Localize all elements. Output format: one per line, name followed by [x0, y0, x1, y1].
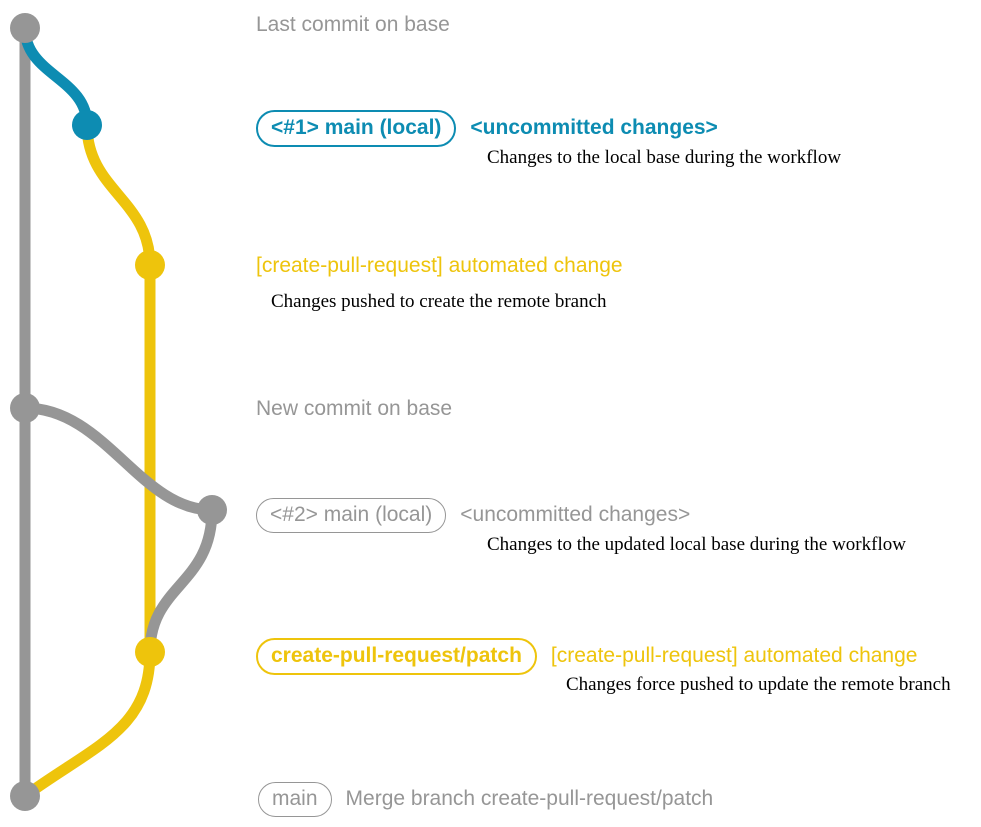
row-new-commit-on-base: New commit on base: [256, 398, 452, 419]
commit-node-local-2: [197, 495, 227, 525]
commit-description-local-2: Changes to the updated local base during…: [487, 534, 906, 555]
branch-badge-patch[interactable]: create-pull-request/patch: [256, 638, 537, 675]
row-automated-change-1: [create-pull-request] automated change: [256, 255, 623, 276]
row-merge-commit: main Merge branch create-pull-request/pa…: [258, 782, 713, 817]
commit-node-last-commit-on-base: [10, 13, 40, 43]
commit-headline: <uncommitted changes>: [460, 503, 691, 526]
row-last-commit-on-base: Last commit on base: [256, 14, 450, 35]
edge-patch2-to-merge: [19, 646, 156, 802]
commit-headline: <uncommitted changes>: [470, 116, 718, 139]
commit-headline: [create-pull-request] automated change: [550, 644, 918, 667]
commit-node-automated-change-2: [135, 637, 165, 667]
branch-badge-main[interactable]: main: [258, 782, 332, 817]
commit-headline: [create-pull-request] automated change: [256, 254, 623, 277]
row-local-1: <#1> main (local) <uncommitted changes>: [256, 110, 718, 147]
commit-node-new-commit-on-base: [10, 393, 40, 423]
edge-base-to-local1: [19, 22, 93, 131]
row-local-2: <#2> main (local) <uncommitted changes>: [256, 498, 690, 533]
branch-badge-local-1[interactable]: <#1> main (local): [256, 110, 457, 147]
commit-description-automated-change-2: Changes force pushed to update the remot…: [566, 674, 951, 695]
commit-description-local-1: Changes to the local base during the wor…: [487, 147, 842, 168]
commit-headline: Merge branch create-pull-request/patch: [345, 787, 714, 810]
commit-node-merge-commit: [10, 781, 40, 811]
commit-node-local-1: [72, 110, 102, 140]
commit-headline: New commit on base: [256, 397, 453, 420]
edge-local1-to-patch1: [81, 119, 156, 271]
edge-base2-to-local2: [19, 402, 218, 516]
commit-description-automated-change-1: Changes pushed to create the remote bran…: [271, 291, 607, 312]
commit-node-automated-change-1: [135, 250, 165, 280]
commit-headline: Last commit on base: [256, 13, 450, 36]
edge-local2-to-patch2: [144, 504, 218, 658]
branch-badge-local-2[interactable]: <#2> main (local): [256, 498, 447, 533]
commit-nodes: [10, 13, 227, 811]
row-automated-change-2: create-pull-request/patch [create-pull-r…: [256, 638, 917, 675]
